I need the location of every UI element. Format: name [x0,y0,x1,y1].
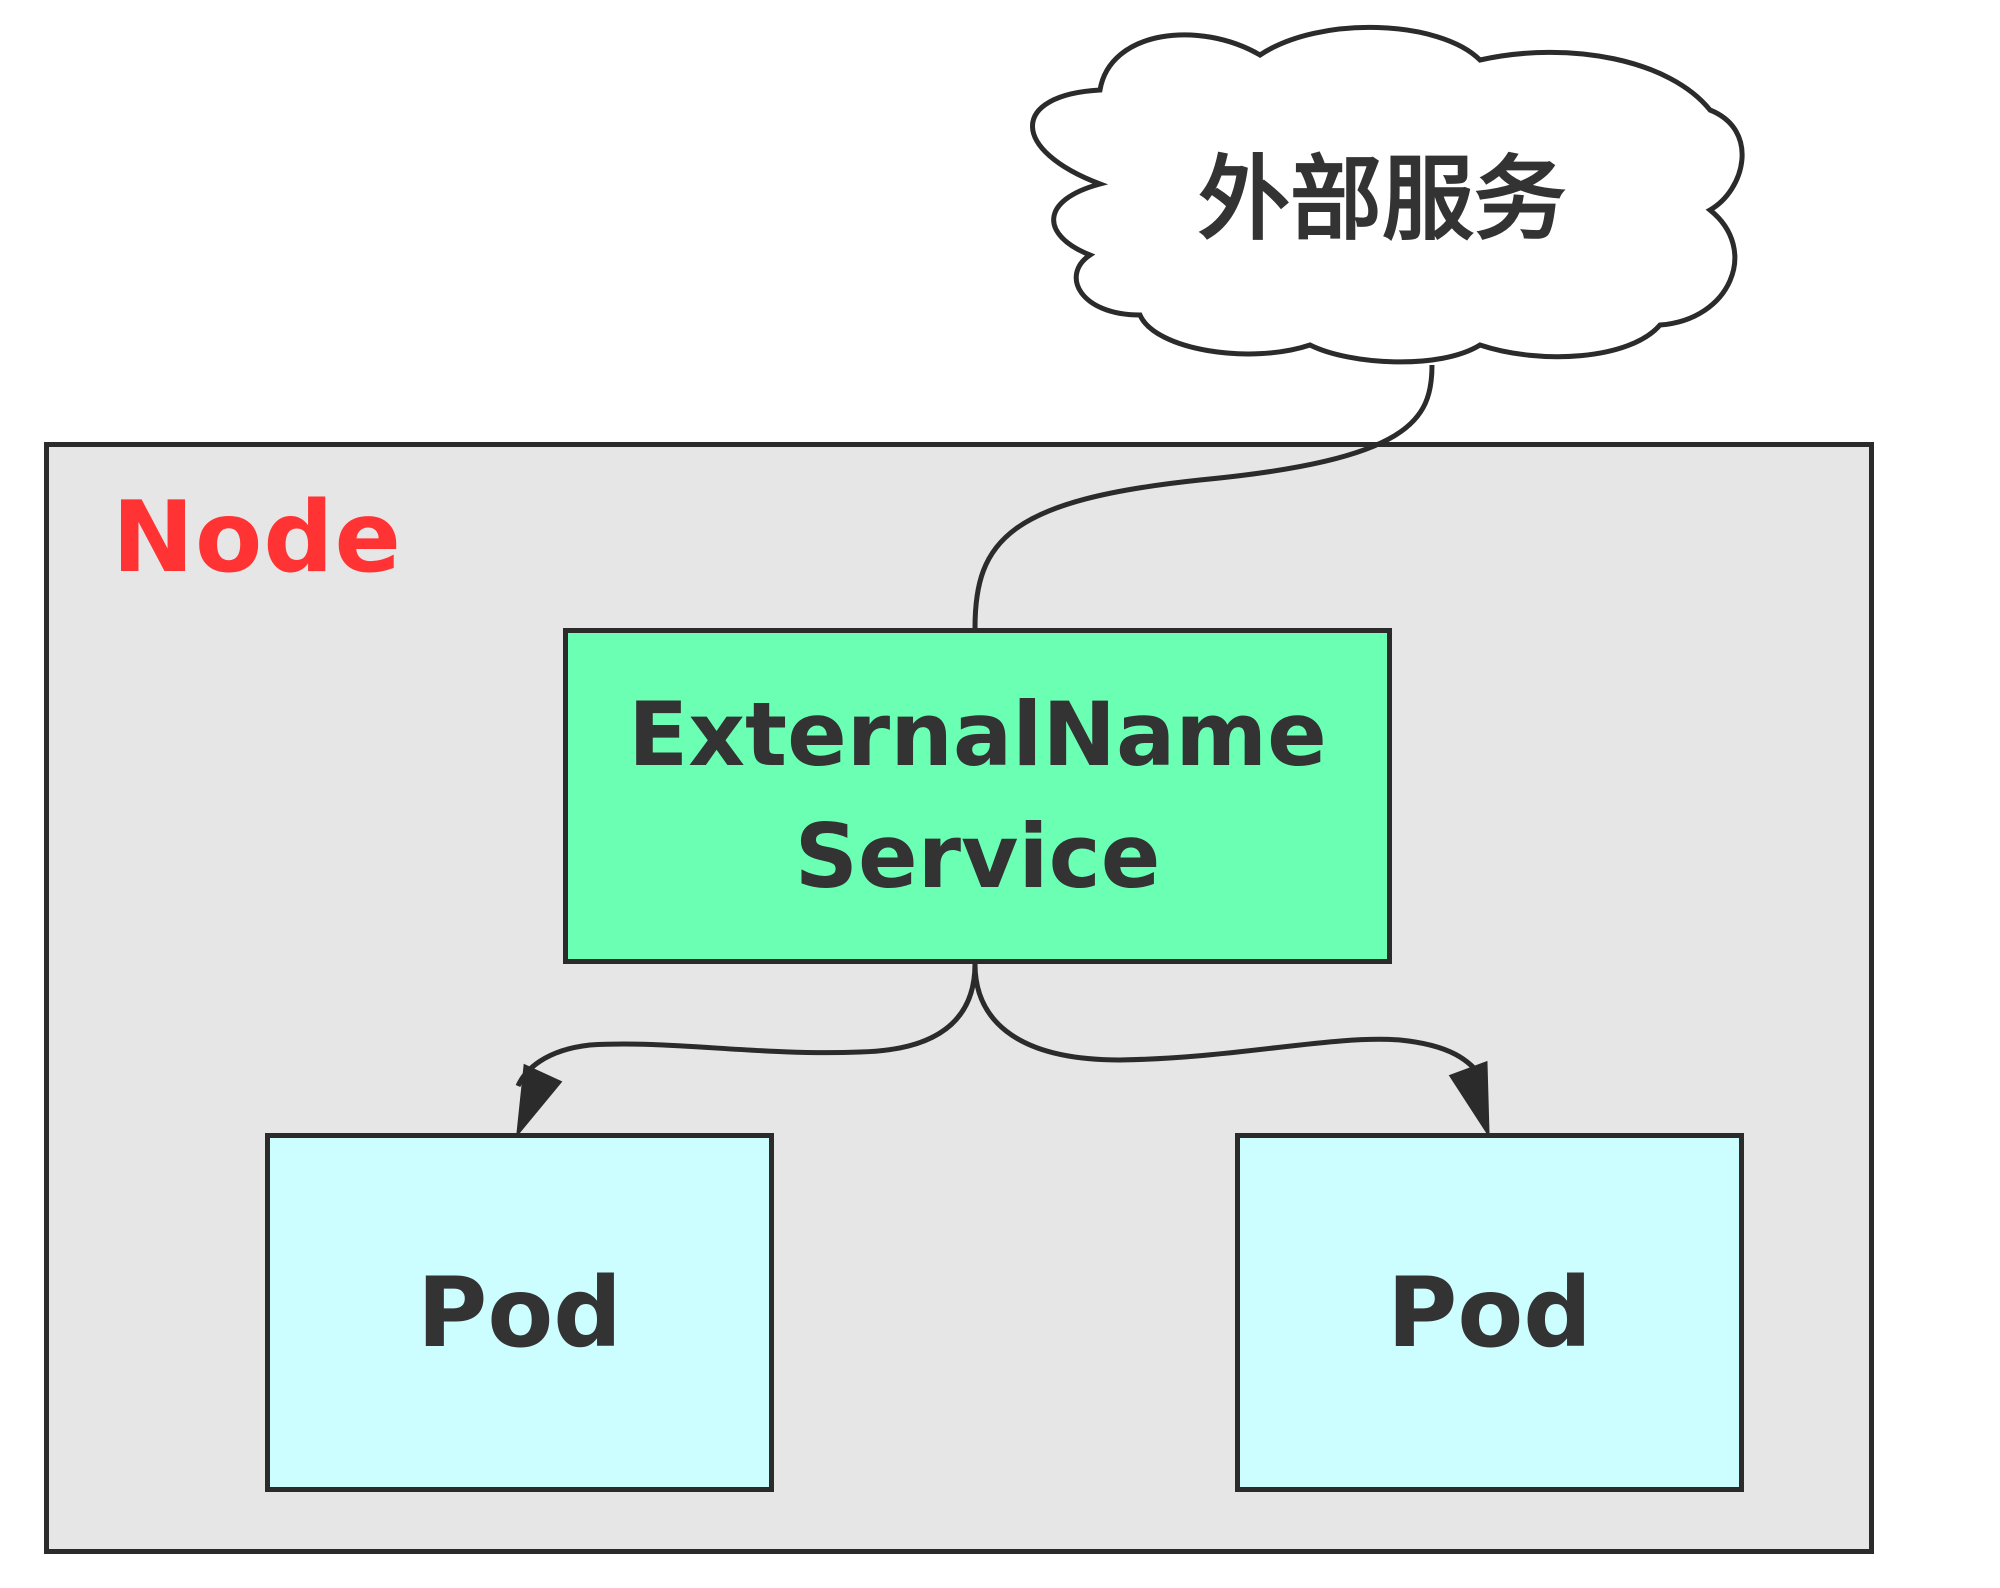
pod-label-left: Pod [416,1256,623,1369]
external-service-cloud-shape [1030,25,1745,365]
service-label-line1: ExternalName [628,683,1327,786]
left-pod-arrowhead [515,1063,563,1138]
cloud-to-service-connector [972,364,1435,629]
service-to-right-pod-connector [972,963,1487,1082]
external-service-label: 外部服务 [1197,146,1566,253]
pod-box-right: Pod [1235,1133,1744,1492]
node-label: Node [112,481,402,595]
service-label-line2: Service [794,805,1161,908]
service-to-left-pod-connector [515,963,978,1088]
right-pod-arrowhead [1448,1060,1490,1139]
externalname-service-box: ExternalName Service [563,628,1392,964]
pod-label-right: Pod [1386,1256,1593,1369]
pod-box-left: Pod [265,1133,774,1492]
